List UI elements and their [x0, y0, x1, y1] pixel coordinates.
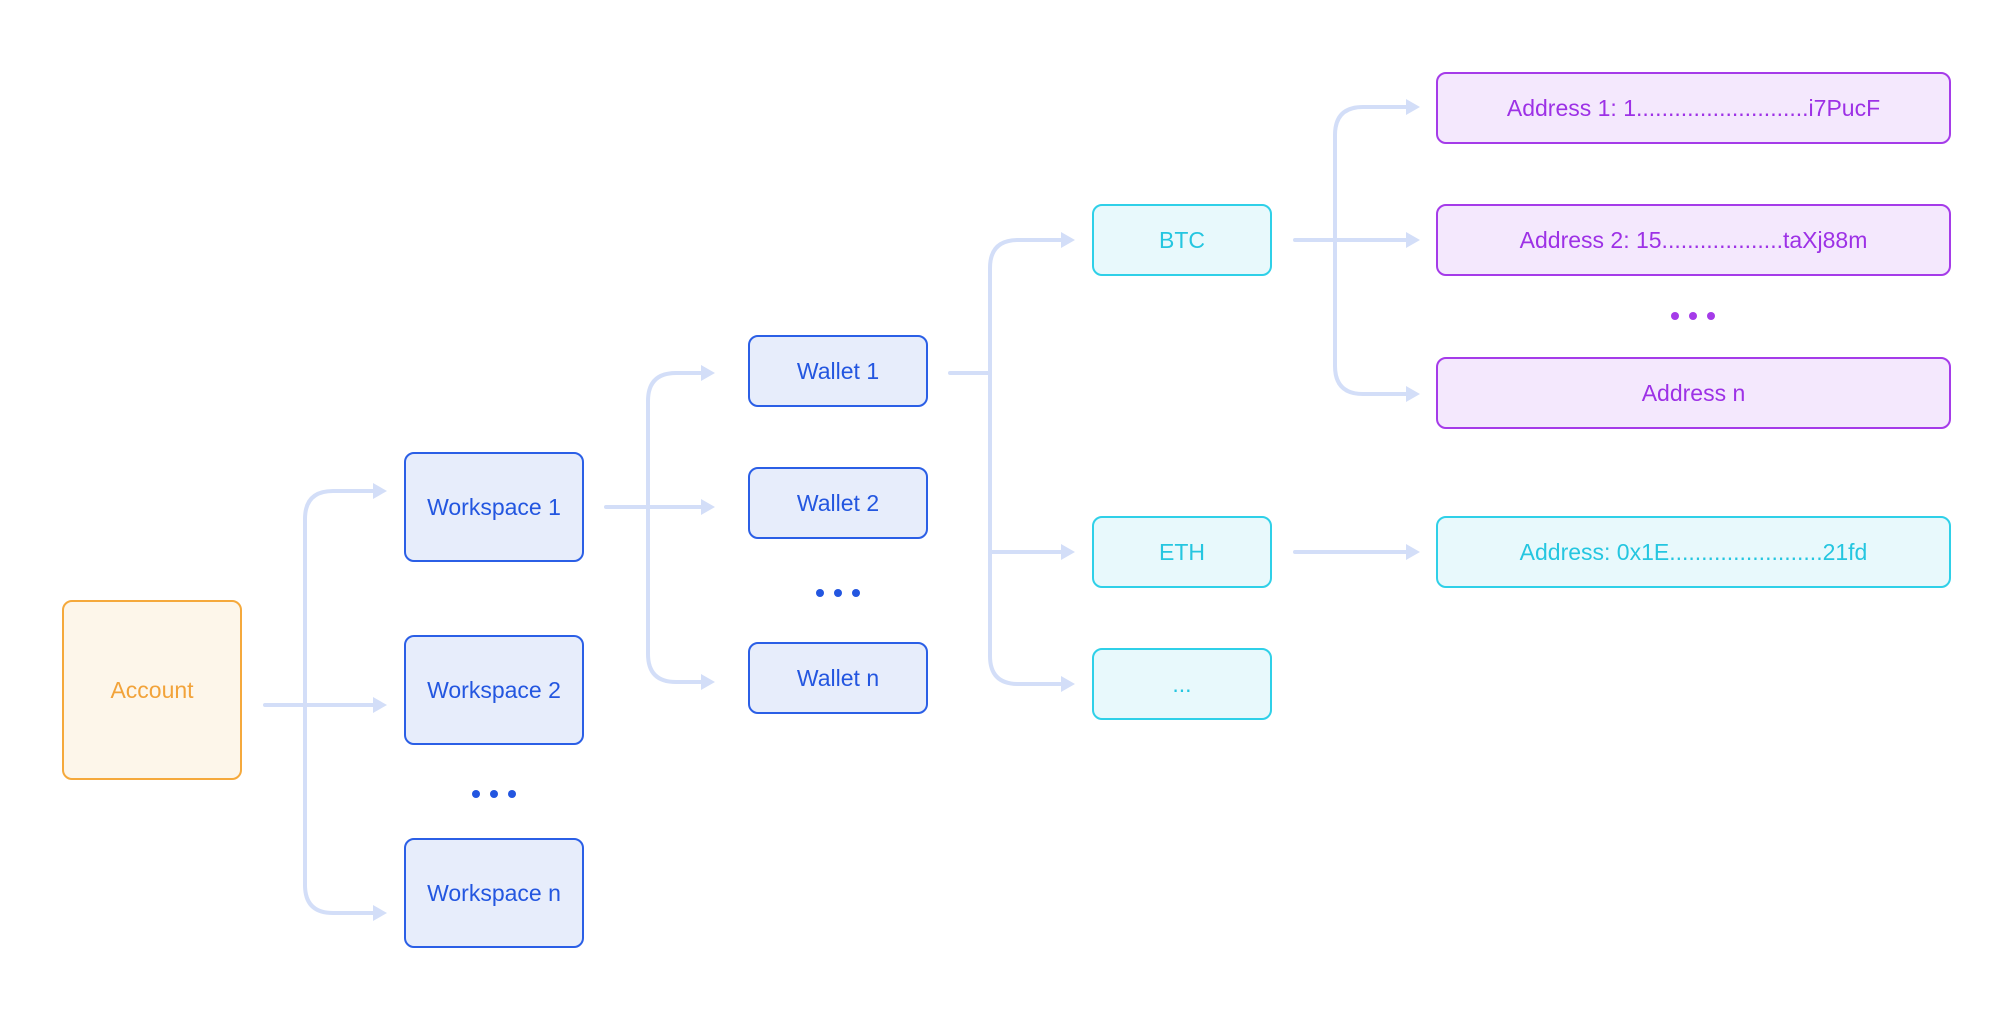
wallet-connector-arrow-2	[1061, 676, 1075, 692]
address-label: Address 1: 1...........................i…	[1506, 94, 1881, 121]
wallet-connector-branch-0	[988, 238, 1065, 375]
btc-connector-branch-2	[1333, 238, 1410, 396]
workspace-node-n[interactable]: Workspace n	[404, 838, 584, 948]
account-connector-branch-2	[303, 703, 377, 915]
address-label: Address n	[1641, 379, 1746, 406]
wallet-node-2[interactable]: Wallet 2	[748, 467, 928, 539]
wallet-label: Wallet n	[796, 664, 880, 691]
address-label: Address 2: 15...................taXj88m	[1519, 226, 1868, 253]
account-connector-branch-0	[303, 489, 377, 707]
btc-address-node-2[interactable]: Address 2: 15...................taXj88m	[1436, 204, 1951, 276]
workspace-connector-arrow-1	[701, 499, 715, 515]
workspace-connector-branch-0	[646, 371, 705, 509]
btc-address-node-1[interactable]: Address 1: 1...........................i…	[1436, 72, 1951, 144]
wallet-connector-arrow-0	[1061, 232, 1075, 248]
address-label: Address: 0x1E........................21f…	[1519, 538, 1868, 565]
account-connector-arrow-0	[373, 483, 387, 499]
eth-connector-arrow	[1406, 544, 1420, 560]
chain-label: ...	[1172, 670, 1192, 697]
workspace-label: Workspace n	[427, 879, 561, 906]
eth-address-node[interactable]: Address: 0x1E........................21f…	[1436, 516, 1951, 588]
workspace-label: Workspace 1	[427, 493, 561, 520]
workspace-label: Workspace 2	[427, 676, 561, 703]
wallet-label: Wallet 1	[796, 357, 880, 384]
account-label: Account	[110, 676, 194, 703]
workspace-connector-arrow-0	[701, 365, 715, 381]
chain-label: ETH	[1159, 538, 1205, 565]
btc-connector-arrow-1	[1406, 232, 1420, 248]
workspace-connector-branch-2	[646, 505, 705, 684]
wallet-ellipsis-icon	[816, 587, 860, 599]
btc-connector-arrow-0	[1406, 99, 1420, 115]
btc-address-node-n[interactable]: Address n	[1436, 357, 1951, 429]
wallet-label: Wallet 2	[796, 489, 880, 516]
account-connector-arrow-2	[373, 905, 387, 921]
wallet-node-1[interactable]: Wallet 1	[748, 335, 928, 407]
chain-label: BTC	[1159, 226, 1205, 253]
workspace-connector-arrow-2	[701, 674, 715, 690]
chain-node-more[interactable]: ...	[1092, 648, 1272, 720]
chain-node-btc[interactable]: BTC	[1092, 204, 1272, 276]
wallet-node-n[interactable]: Wallet n	[748, 642, 928, 714]
workspace-ellipsis-icon	[472, 788, 516, 800]
btc-connector-branch-0	[1333, 105, 1410, 242]
wallet-connector-branch-2	[988, 371, 1065, 686]
account-node[interactable]: Account	[62, 600, 242, 780]
btc-connector-arrow-2	[1406, 386, 1420, 402]
account-connector-arrow-1	[373, 697, 387, 713]
wallet-connector-arrow-1	[1061, 544, 1075, 560]
chain-node-eth[interactable]: ETH	[1092, 516, 1272, 588]
workspace-node-2[interactable]: Workspace 2	[404, 635, 584, 745]
workspace-node-1[interactable]: Workspace 1	[404, 452, 584, 562]
address-ellipsis-icon	[1671, 310, 1715, 322]
